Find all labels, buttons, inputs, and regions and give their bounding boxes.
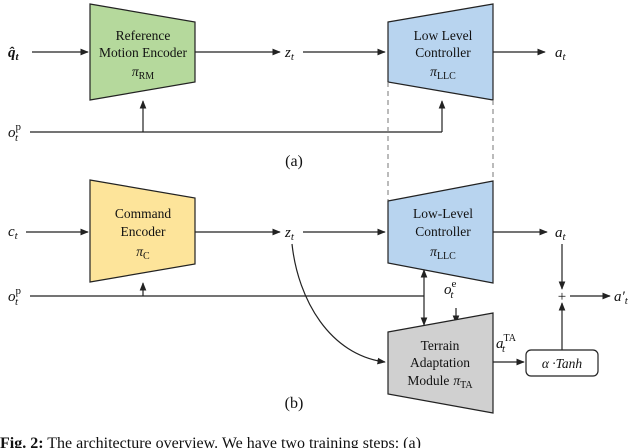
encoder-a-line1: Reference [116,28,171,43]
arrow-z-to-terrain [291,243,386,365]
figure-caption: Fig. 2: The architecture overview. We ha… [0,435,421,448]
terrain-adaptation-module-block [387,312,494,414]
encoder-b-symbol: πC [136,244,150,262]
encoder-a-line2: Motion Encoder [99,45,188,60]
encoder-b-line2: Encoder [121,224,166,239]
terrain-line2: Adaptation [410,355,470,370]
encoder-b-line1: Command [115,206,171,221]
final-output-label: a′t [614,289,629,307]
low-level-controller-b-block [387,180,494,284]
terrain-line1: Terrain [421,338,460,353]
controller-b-line2: Controller [415,224,471,239]
command-encoder-block [89,179,196,283]
output-a-a: at [555,45,567,63]
reference-motion-encoder-block [89,3,196,101]
tanh-label: α ·Tanh [542,356,583,371]
latent-z-a: zt [284,45,295,63]
panel-b-label: (b) [285,395,304,412]
latent-z-b: zt [284,225,295,243]
output-a-b: at [555,225,567,243]
controller-b-line1: Low-Level [413,206,473,221]
input-c-label: ct [8,224,19,242]
controller-a-symbol: πLLC [430,64,456,82]
controller-a-line2: Controller [415,45,471,60]
encoder-a-symbol: πRM [132,64,154,82]
sum-node: + [558,289,566,305]
input-q-label: q̂t [8,45,20,63]
controller-b-symbol: πLLC [430,244,456,262]
panel-a-label: (a) [285,153,303,170]
controller-a-line1: Low Level [414,28,473,43]
